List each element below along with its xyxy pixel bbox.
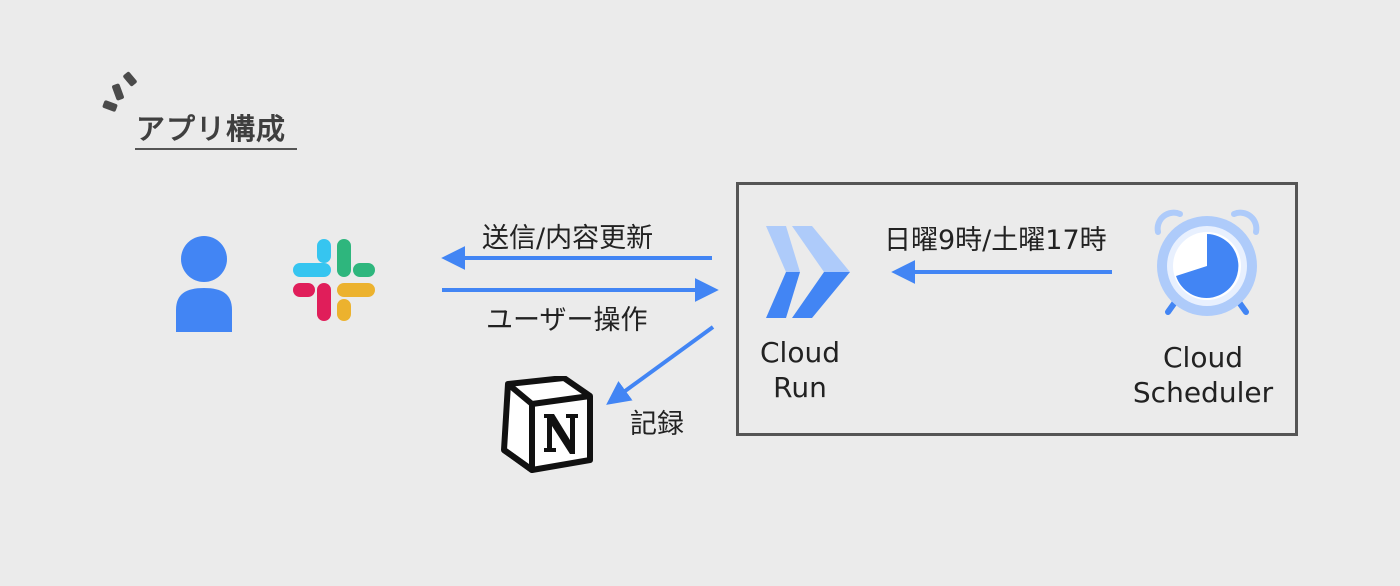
arrow-record xyxy=(606,325,715,405)
cloud-run-label: Cloud Run xyxy=(745,335,855,405)
sparkle-accent-icon xyxy=(102,71,137,112)
title-underline xyxy=(135,148,297,150)
cloud-run-icon xyxy=(766,226,850,318)
cloud-run-label-line2: Run xyxy=(773,371,827,404)
user-icon xyxy=(176,236,232,332)
edge-label-schedule: 日曜9時/土曜17時 xyxy=(884,225,1107,256)
gcp-group-box xyxy=(736,182,1298,436)
cloud-run-label-line1: Cloud xyxy=(760,336,840,369)
edge-label-send-update: 送信/内容更新 xyxy=(482,223,654,254)
slack-icon xyxy=(293,239,375,321)
cloud-scheduler-label-line1: Cloud xyxy=(1163,341,1243,374)
notion-icon xyxy=(501,376,593,473)
edge-label-record: 記録 xyxy=(630,409,684,440)
cloud-scheduler-icon xyxy=(1154,209,1260,316)
edge-label-user-operation: ユーザー操作 xyxy=(486,305,648,336)
page-title: アプリ構成 xyxy=(136,112,287,146)
cloud-scheduler-label: Cloud Scheduler xyxy=(1120,340,1286,410)
cloud-scheduler-label-line2: Scheduler xyxy=(1132,376,1274,409)
